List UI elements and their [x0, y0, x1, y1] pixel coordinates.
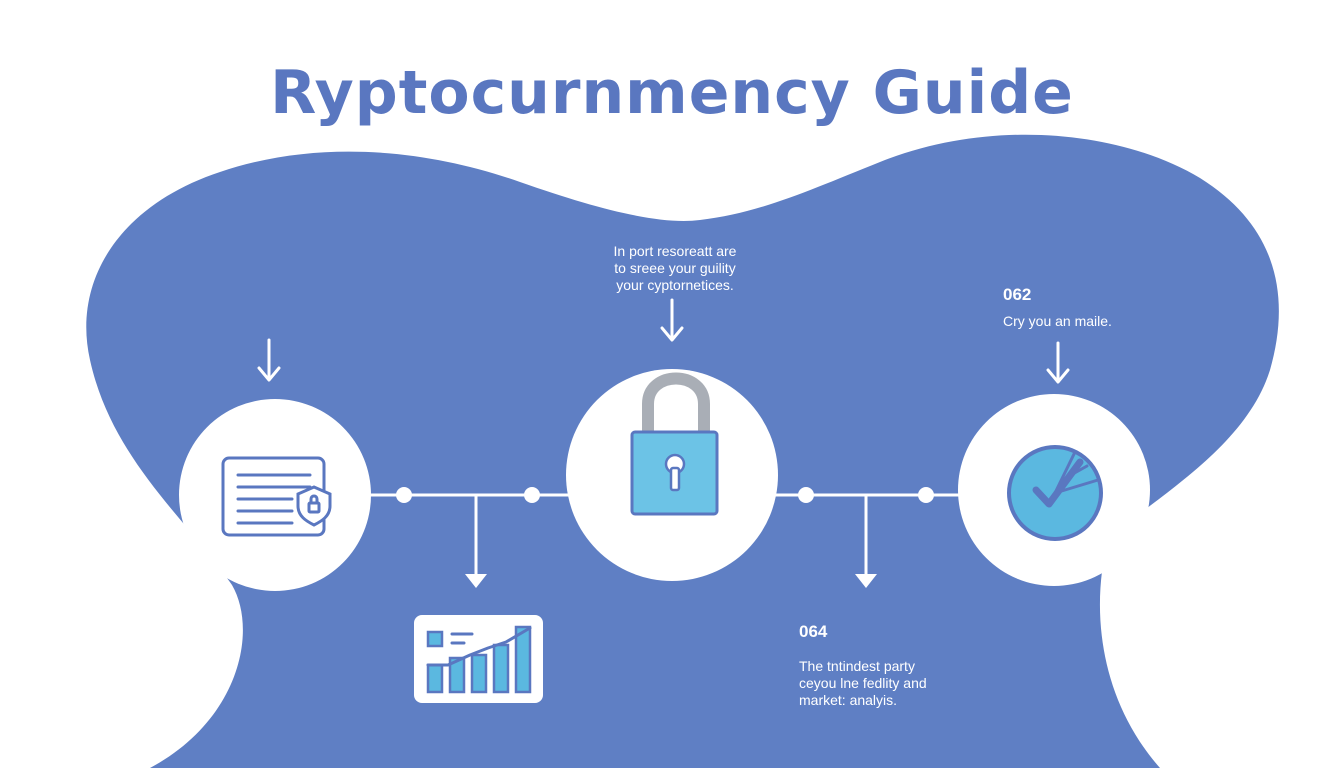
- note-line: Cry you an maile.: [1003, 313, 1112, 329]
- pie-check-icon: [1007, 445, 1103, 541]
- note-center: In port resoreatt are to sreee your guil…: [600, 243, 750, 294]
- timeline-dot: [798, 487, 814, 503]
- incoming-arrows: [257, 298, 1070, 384]
- timeline-dot: [396, 487, 412, 503]
- arrow-down-icon: [660, 298, 684, 342]
- note-line: ceyou lne fedlity and: [799, 675, 927, 691]
- timeline-dot: [918, 487, 934, 503]
- note-line: The tntindest party: [799, 658, 915, 674]
- timeline: [368, 487, 962, 588]
- step-number: 064: [799, 622, 828, 641]
- note-right: 062 Cry you an maile.: [1003, 286, 1163, 330]
- branch-arrow-right: [855, 574, 877, 588]
- note-line: your cyptornetices.: [616, 277, 734, 293]
- note-line: to sreee your guility: [614, 260, 736, 276]
- arrow-down-icon: [1046, 341, 1070, 384]
- note-line: market: analyis.: [799, 692, 898, 708]
- branch-arrow-left: [465, 574, 487, 588]
- padlock-icon: [630, 372, 719, 516]
- note-bottom-right: 064 The tntindest party ceyou lne fedlit…: [799, 623, 969, 709]
- note-line: In port resoreatt are: [613, 243, 737, 259]
- document-shield-icon: [221, 456, 332, 537]
- page-title: Ryptocurnmency Guide: [270, 58, 1074, 128]
- arrow-down-icon: [257, 338, 281, 382]
- timeline-dot: [524, 487, 540, 503]
- bar-chart-icon: [414, 615, 543, 703]
- step-number: 062: [1003, 285, 1032, 304]
